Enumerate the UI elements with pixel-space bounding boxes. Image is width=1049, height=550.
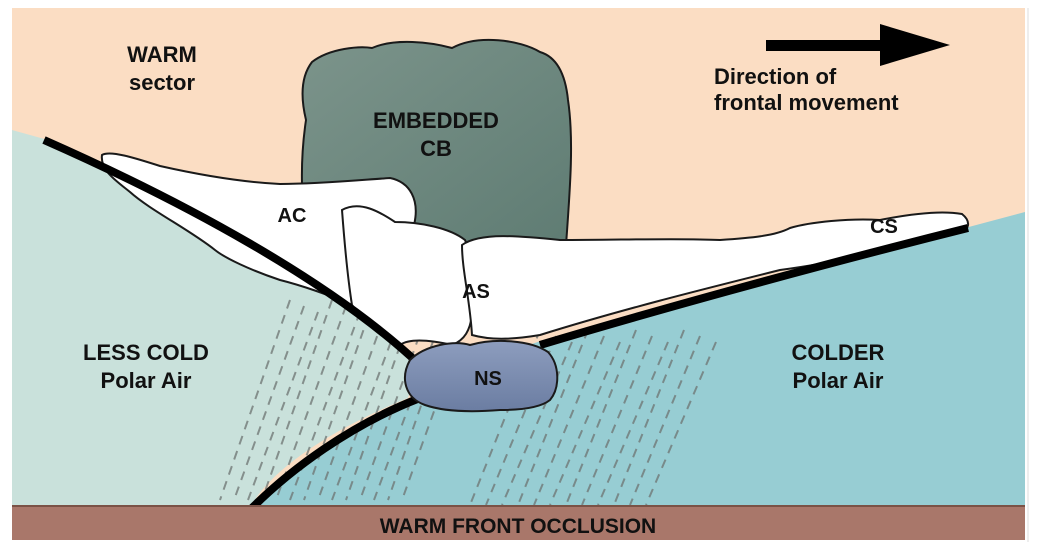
ac-label: AC (278, 205, 307, 227)
rain-streak (233, 305, 305, 501)
ns-cloud (404, 339, 559, 413)
warm-sector-sublabel: sector (129, 70, 195, 95)
direction-sublabel: frontal movement (714, 90, 899, 115)
rain-streak (219, 299, 291, 501)
ground-label: WARM FRONT OCCLUSION (380, 515, 656, 538)
ground-strip (12, 506, 1025, 540)
rain-streak (485, 335, 557, 506)
rain-streak (629, 335, 701, 506)
rain-streak (247, 311, 319, 501)
colder-sublabel: Polar Air (793, 368, 884, 393)
rain-streak (533, 335, 605, 506)
as-label: AS (462, 281, 490, 303)
less-cold-sublabel: Polar Air (101, 368, 192, 393)
rain-streak (261, 299, 333, 501)
cold-front-line (538, 224, 969, 349)
rain-streak (549, 341, 621, 506)
rain-streak (275, 305, 347, 501)
occlusion-line (249, 394, 422, 511)
colder-air-region (250, 212, 1025, 508)
rain-streak (501, 341, 573, 506)
cb-sublabel: CB (420, 136, 452, 161)
rain-streak (317, 305, 389, 501)
less-cold-label: LESS COLD (83, 340, 209, 365)
right-arrow-icon (766, 24, 950, 66)
less-cold-air-region (12, 130, 418, 508)
ns-label: NS (474, 368, 502, 390)
cb-label: EMBEDDED (373, 108, 499, 133)
rain-streak (645, 341, 717, 506)
direction-label: Direction of (714, 64, 837, 89)
warm-sector-label: WARM (127, 42, 197, 67)
rain-streak (303, 299, 375, 501)
warm-front-line (42, 136, 423, 368)
colder-label: COLDER (792, 340, 885, 365)
cs-cloud (460, 211, 969, 340)
rain-streak (581, 335, 653, 506)
cs-label: CS (870, 216, 898, 238)
rain-streak (597, 341, 669, 506)
